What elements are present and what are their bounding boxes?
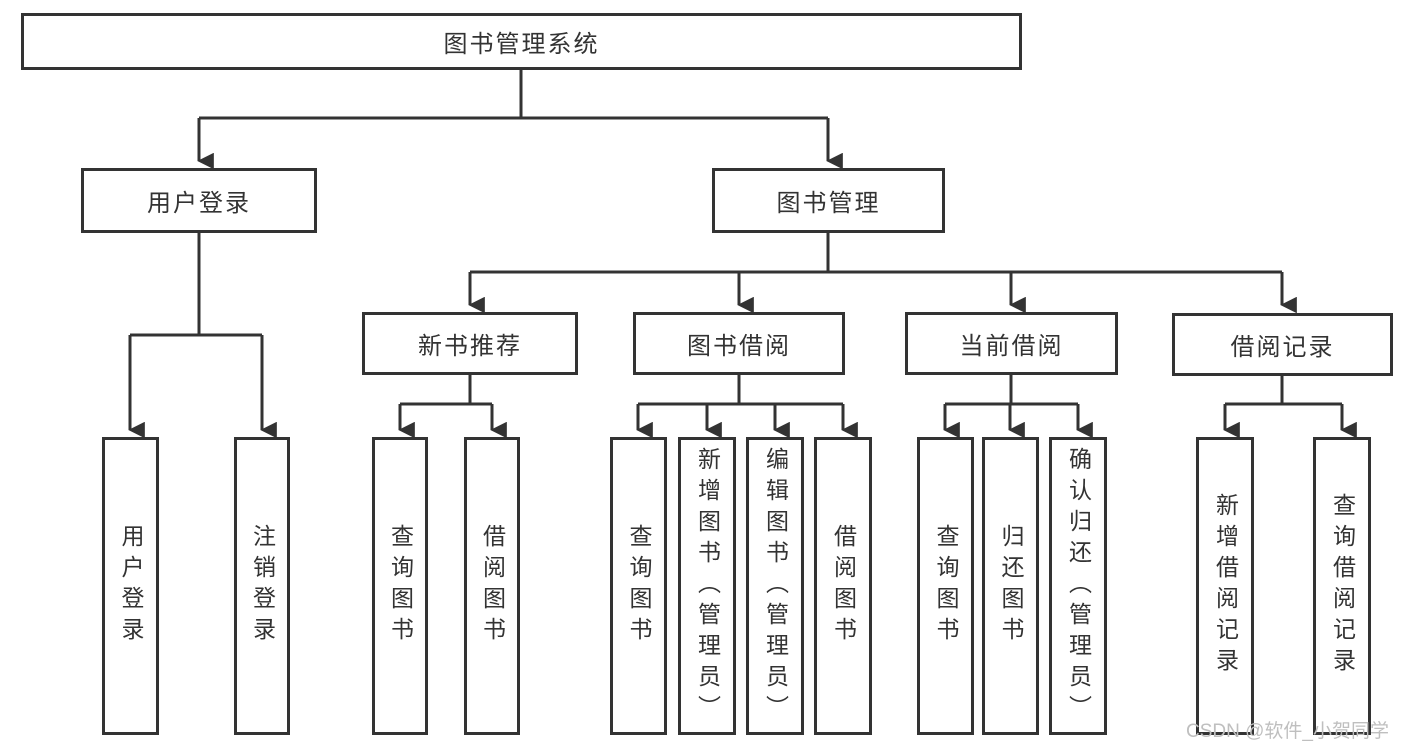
node-new-book-rec-label: 新书推荐 xyxy=(418,333,522,360)
node-leaf-logout-label: 注销登录 xyxy=(249,524,276,648)
node-leaf-return-book: 归还图书 xyxy=(982,437,1039,735)
node-book-borrow-label: 图书借阅 xyxy=(687,333,791,360)
node-borrow-records: 借阅记录 xyxy=(1172,313,1393,376)
connector-user-login-trunk xyxy=(130,233,262,337)
connector-book-mgmt-trunk xyxy=(470,233,1282,274)
node-leaf-confirm-return-label: 确认归还（管理员） xyxy=(1065,446,1092,726)
node-borrow-records-label: 借阅记录 xyxy=(1230,334,1335,361)
node-leaf-borrow-book-2: 借阅图书 xyxy=(814,437,872,735)
node-leaf-borrow-book-2-label: 借阅图书 xyxy=(830,524,857,648)
node-leaf-query-book-2-label: 查询图书 xyxy=(626,524,652,648)
node-book-mgmt: 图书管理 xyxy=(712,168,945,233)
node-book-borrow: 图书借阅 xyxy=(633,312,845,375)
node-user-login-label: 用户登录 xyxy=(147,190,251,217)
node-root-system-label: 图书管理系统 xyxy=(443,31,600,58)
csdn-watermark: CSDN @软件_小贺同学 xyxy=(1186,721,1389,742)
node-leaf-add-book: 新增图书（管理员） xyxy=(678,437,736,735)
node-leaf-query-record-label: 查询借阅记录 xyxy=(1329,493,1356,679)
node-leaf-user-login-label: 用户登录 xyxy=(118,524,144,648)
node-leaf-query-book-3: 查询图书 xyxy=(917,437,974,735)
node-leaf-query-book-1-label: 查询图书 xyxy=(387,524,414,648)
node-leaf-logout: 注销登录 xyxy=(234,437,290,735)
node-book-mgmt-label: 图书管理 xyxy=(776,190,881,217)
node-leaf-edit-book-label: 编辑图书（管理员） xyxy=(762,446,789,726)
node-current-borrow-label: 当前借阅 xyxy=(959,333,1064,360)
node-leaf-borrow-book-1-label: 借阅图书 xyxy=(479,524,506,648)
node-leaf-query-book-3-label: 查询图书 xyxy=(933,524,959,648)
node-leaf-edit-book: 编辑图书（管理员） xyxy=(746,437,804,735)
connector-borrow-records-trunk xyxy=(1225,376,1342,406)
connector-root-trunk xyxy=(199,70,828,120)
connector-book-borrow-trunk xyxy=(638,375,843,406)
node-leaf-return-book-label: 归还图书 xyxy=(998,524,1024,648)
node-root-system: 图书管理系统 xyxy=(21,13,1022,70)
connector-new-book-rec-trunk xyxy=(400,375,492,406)
node-leaf-add-record: 新增借阅记录 xyxy=(1196,437,1254,735)
node-leaf-query-book-1: 查询图书 xyxy=(372,437,428,735)
node-leaf-user-login: 用户登录 xyxy=(102,437,159,735)
node-leaf-add-book-label: 新增图书（管理员） xyxy=(694,446,721,726)
node-leaf-query-record: 查询借阅记录 xyxy=(1313,437,1371,735)
node-user-login: 用户登录 xyxy=(81,168,317,233)
node-leaf-add-record-label: 新增借阅记录 xyxy=(1212,493,1239,679)
node-current-borrow: 当前借阅 xyxy=(905,312,1118,375)
node-leaf-confirm-return: 确认归还（管理员） xyxy=(1049,437,1107,735)
node-new-book-rec: 新书推荐 xyxy=(362,312,578,375)
node-leaf-borrow-book-1: 借阅图书 xyxy=(464,437,520,735)
node-leaf-query-book-2: 查询图书 xyxy=(610,437,667,735)
connector-current-borrow-trunk xyxy=(945,375,1078,406)
